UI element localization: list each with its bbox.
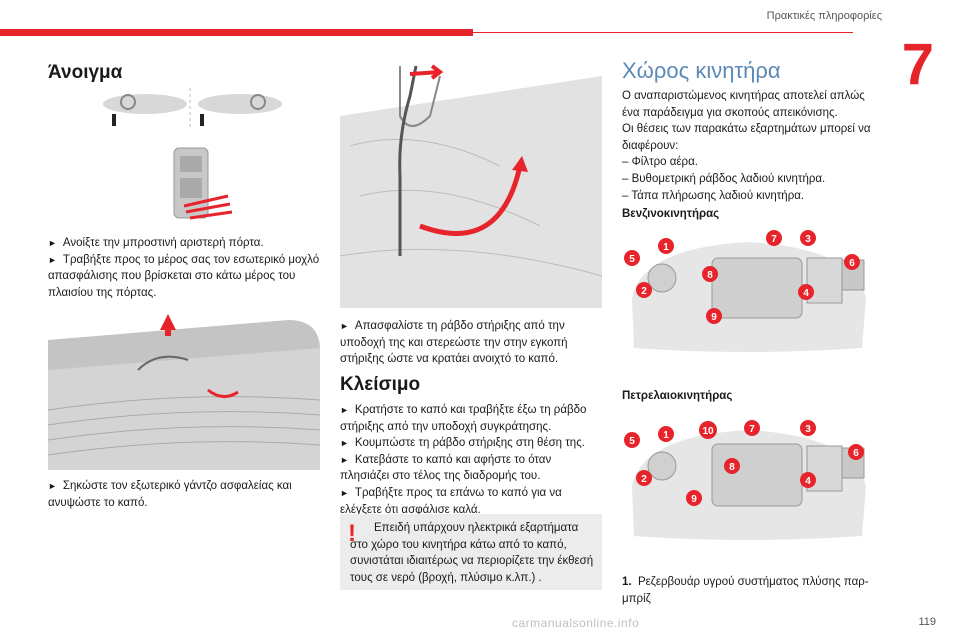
warning-box: ! Επειδή υπάρχουν ηλεκτρικά εξαρτήματα σ…: [340, 514, 602, 590]
svg-text:9: 9: [711, 312, 717, 323]
diesel-engine-illustration: 5 1 10 7 3 2 8 9 6 4: [624, 420, 866, 540]
svg-text:7: 7: [749, 424, 755, 435]
svg-text:6: 6: [849, 258, 855, 269]
svg-text:10: 10: [702, 426, 714, 437]
svg-text:1: 1: [663, 430, 669, 441]
arrow-icon: ►: [48, 254, 57, 265]
chapter-number: 7: [901, 32, 934, 97]
svg-text:8: 8: [729, 462, 735, 473]
page-number: 119: [918, 616, 936, 628]
component-list-item-1: 1. Ρεζερβουάρ υγρού συστήματος πλύσης πα…: [622, 574, 874, 607]
hood-latch-illustration: [48, 300, 320, 470]
diesel-callouts: 5 1 10 7 3 2 8 9 6 4: [624, 420, 864, 506]
header-rule: [473, 32, 853, 33]
svg-text:2: 2: [641, 474, 647, 485]
engine-bay-intro: Ο αναπαριστώμενος κινητήρας αποτελεί απλ…: [622, 88, 874, 204]
petrol-engine-illustration: 5 1 2 8 9 7 3 6 4: [624, 230, 866, 352]
svg-text:4: 4: [805, 476, 811, 487]
svg-text:9: 9: [691, 494, 697, 505]
opening-step-3: Σηκώστε τον εξωτερικό γάντζο ασφαλείας κ…: [48, 480, 292, 509]
diesel-heading: Πετρελαιοκινητήρας: [622, 390, 733, 402]
header-red-bar: [0, 29, 473, 36]
engine-intro-1: Ο αναπαριστώμενος κινητήρας αποτελεί απλ…: [622, 90, 865, 119]
opening-step-3-block: ►Σηκώστε τον εξωτερικό γάντζο ασφαλείας …: [48, 478, 320, 511]
petrol-callouts: 5 1 2 8 9 7 3 6 4: [624, 230, 860, 324]
opening-step-1: Ανοίξτε την μπροστινή αριστερή πόρτα.: [62, 237, 264, 249]
opening-steps-1-2: ► Ανοίξτε την μπροστινή αριστερή πόρτα. ►…: [48, 235, 320, 301]
closing-step-2: Κουμπώστε τη ράβδο στήριξης στη θέση της…: [354, 437, 585, 450]
engine-intro-2: Οι θέσεις των παρακάτω εξαρτημάτων μπορε…: [622, 123, 871, 152]
closing-title: Κλείσιμο: [340, 374, 421, 395]
list-item-number: 1.: [622, 576, 632, 588]
arrow-icon: ►: [340, 454, 349, 465]
svg-text:3: 3: [805, 424, 811, 435]
arrow-icon: ►: [340, 405, 349, 415]
svg-text:8: 8: [707, 270, 713, 281]
opening-title: Άνοιγμα: [48, 62, 123, 83]
svg-text:3: 3: [805, 234, 811, 245]
closing-step-4: Τραβήξτε προς τα επάνω το καπό για να ελ…: [340, 486, 562, 516]
watermark: carmanualsonline.info: [512, 616, 640, 630]
opening-step-4-block: ►Απασφαλίστε τη ράβδο στήριξης από την υ…: [340, 318, 602, 368]
opening-step-2: Τραβήξτε προς το μέρος σας τον εσωτερικό…: [48, 253, 320, 299]
chapter-label: Πρακτικές πληροφορίες: [766, 10, 882, 22]
svg-text:1: 1: [663, 242, 669, 253]
list-item-text: Ρεζερβουάρ υγρού συστήματος πλύσης παρ-μ…: [622, 576, 869, 605]
prop-rod-illustration: [340, 56, 602, 308]
petrol-heading: Βενζινοκινητήρας: [622, 208, 720, 220]
door-lever-illustration: [103, 88, 282, 220]
engine-item-2: – Βυθομετρική ράβδος λαδιού κινητήρα.: [622, 172, 826, 185]
svg-text:5: 5: [629, 436, 635, 447]
closing-step-1: Κρατήστε το καπό και τραβήξτε έξω τη ράβ…: [340, 404, 587, 433]
opening-step-4: Απασφαλίστε τη ράβδο στήριξης από την υπ…: [340, 320, 568, 366]
svg-text:6: 6: [853, 448, 859, 459]
warning-text: Επειδή υπάρχουν ηλεκτρικά εξαρτήματα στο…: [350, 522, 594, 584]
arrow-icon: ►: [48, 238, 57, 248]
closing-step-3: Κατεβάστε το καπό και αφήστε το όταν πλη…: [340, 453, 552, 483]
arrow-icon: ►: [340, 321, 349, 331]
svg-text:5: 5: [629, 254, 635, 265]
svg-text:2: 2: [641, 286, 647, 297]
warning-icon: !: [348, 520, 356, 547]
closing-steps: ►Κρατήστε το καπό και τραβήξτε έξω τη ρά…: [340, 402, 602, 518]
arrow-icon: ►: [340, 438, 349, 449]
svg-text:4: 4: [803, 288, 809, 299]
svg-text:7: 7: [771, 234, 777, 245]
engine-item-1: – Φίλτρο αέρα.: [622, 156, 698, 169]
engine-item-3: – Τάπα πλήρωσης λαδιού κινητήρα.: [622, 189, 805, 202]
arrow-icon: ►: [48, 481, 57, 491]
arrow-icon: ►: [340, 487, 349, 498]
engine-bay-title: Χώρος κινητήρα: [622, 58, 781, 83]
